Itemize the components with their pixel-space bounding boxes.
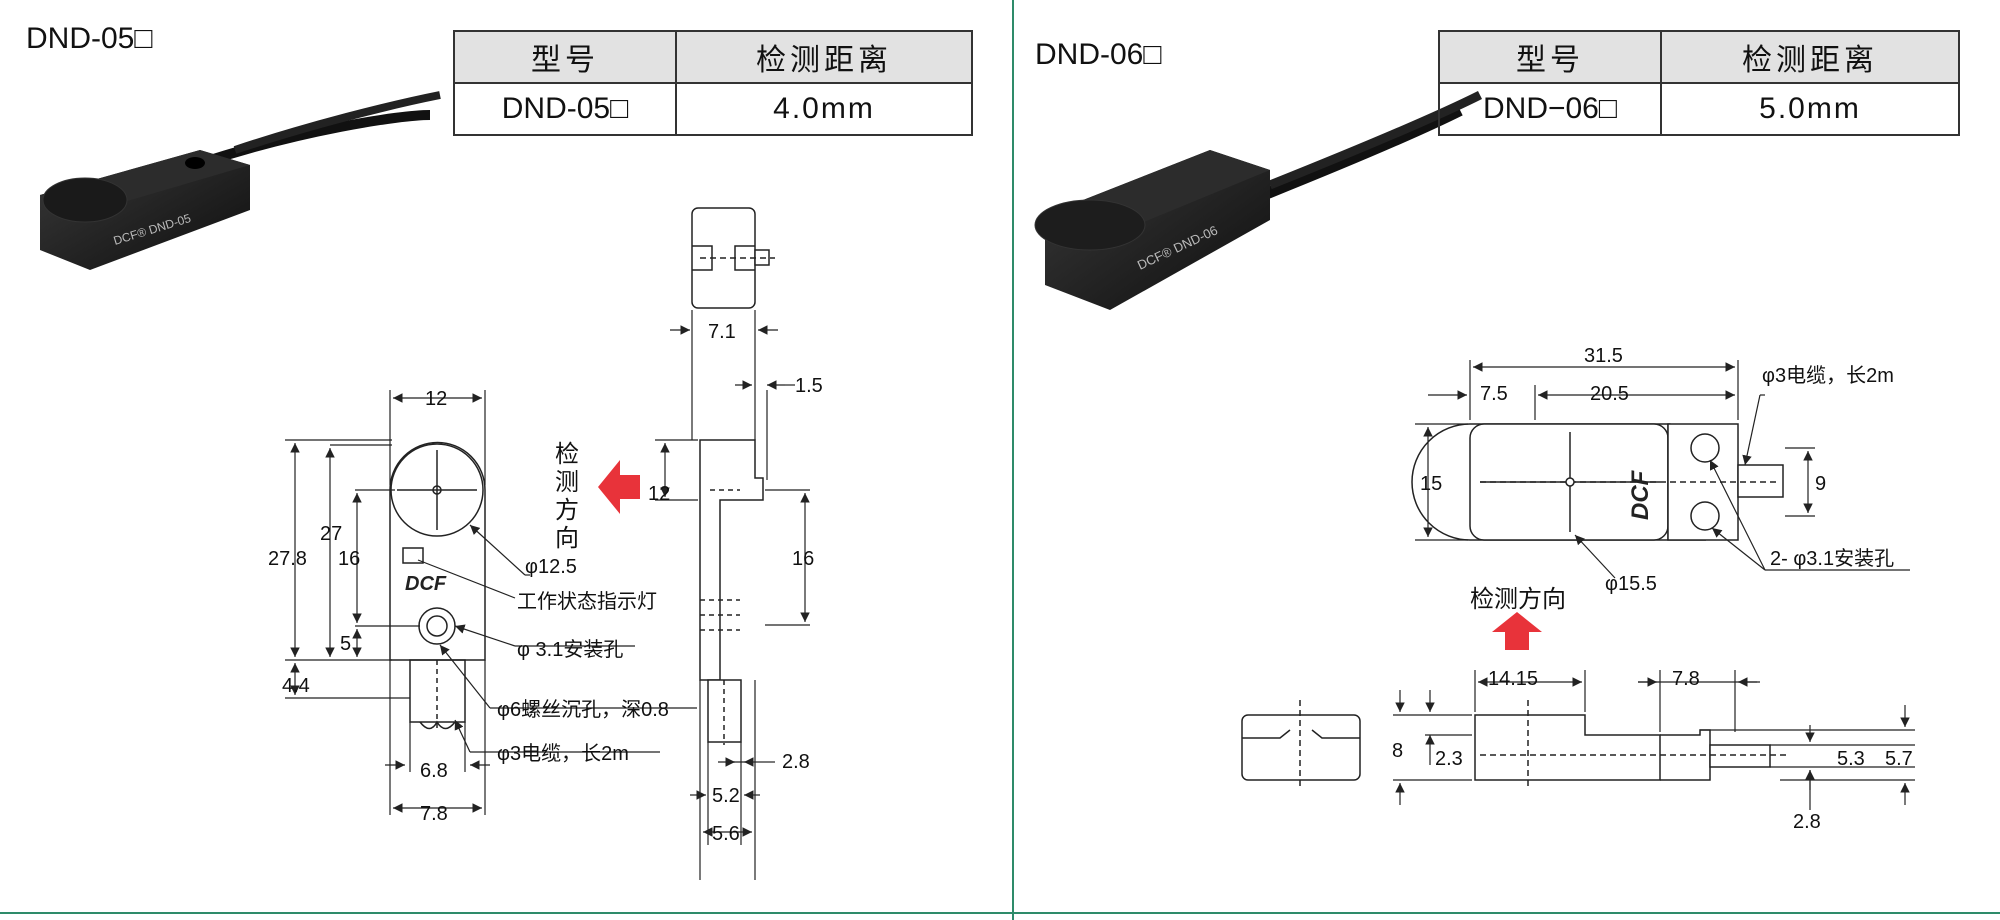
detect-char-2: 测 — [555, 469, 579, 496]
model-title-right: DND-06□ — [1035, 38, 1162, 71]
detect-char-3: 方 — [555, 497, 579, 524]
dim-5-6: 5.6 — [712, 823, 740, 845]
col-distance-header-right: 检测距离 — [1660, 30, 1960, 84]
detect-char-1: 检 — [555, 441, 579, 468]
dim-14-15: 14.15 — [1488, 668, 1538, 690]
bottom-rule — [0, 912, 2000, 914]
dim-27-8: 27.8 — [268, 548, 307, 570]
dim-9: 9 — [1815, 473, 1826, 495]
detect-arrow-right — [1492, 612, 1542, 650]
side-view-right — [1474, 700, 1790, 790]
top-view-left — [691, 207, 775, 309]
spec-table-right: 型号 检测距离 DND−06□ 5.0mm — [1438, 30, 1960, 136]
svg-text:DCF: DCF — [1627, 469, 1654, 520]
col-model-header: 型号 — [453, 30, 677, 84]
cell-model-right: DND−06□ — [1438, 82, 1662, 136]
dim-8: 8 — [1392, 740, 1403, 762]
logo-right: DCF — [1627, 469, 1654, 520]
detect-arrow-left — [598, 460, 640, 514]
detect-dir-right: 检测方向 — [1470, 586, 1566, 613]
callout-phi15-5: φ15.5 — [1605, 573, 1657, 595]
dim-7-8: 7.8 — [420, 803, 448, 825]
top-view-right — [1411, 423, 1784, 541]
dim-27: 27 — [320, 523, 342, 545]
dim-4-4: 4.4 — [282, 675, 310, 697]
side-view-left — [699, 439, 764, 745]
dim-12-top: 12 — [425, 388, 447, 410]
dim-5-3: 5.3 — [1837, 748, 1865, 770]
callout-cable-right: φ3电缆，长2m — [1762, 364, 1894, 387]
callout-indicator: 工作状态指示灯 — [517, 590, 657, 613]
detect-char-4: 向 — [555, 525, 579, 552]
col-distance-header: 检测距离 — [675, 30, 973, 84]
dim-7-8-right: 7.8 — [1672, 668, 1700, 690]
logo-left: DCF — [405, 573, 447, 595]
dim-2-3: 2.3 — [1435, 748, 1463, 770]
dim-16-side: 16 — [792, 548, 814, 570]
dim-2-8-right: 2.8 — [1793, 811, 1821, 833]
cell-distance-right: 5.0mm — [1660, 82, 1960, 136]
dim-7-5: 7.5 — [1480, 383, 1508, 405]
callout-holes: 2- φ3.1安装孔 — [1770, 547, 1894, 570]
dim-2-8: 2.8 — [782, 751, 810, 773]
callout-mount-hole: φ 3.1安装孔 — [517, 638, 623, 661]
dim-15: 15 — [1420, 473, 1442, 495]
sensor-photo-right: DCF® DND-06 — [1034, 90, 1483, 310]
panel-divider — [1012, 0, 1014, 920]
callout-phi12-5: φ12.5 — [525, 556, 577, 578]
cell-model: DND-05□ — [453, 82, 677, 136]
dim-1-5: 1.5 — [795, 375, 823, 397]
model-title-left: DND-05□ — [26, 22, 153, 55]
svg-text:DCF: DCF — [405, 573, 447, 595]
cell-distance: 4.0mm — [675, 82, 973, 136]
callout-screw-hole: φ6螺丝沉孔，深0.8 — [497, 698, 669, 721]
spec-table-left: 型号 检测距离 DND-05□ 4.0mm — [453, 30, 973, 136]
sensor-photo-left: DCF® DND-05 — [40, 91, 441, 270]
dim-6-8: 6.8 — [420, 760, 448, 782]
end-view-right — [1241, 700, 1361, 790]
dim-5-7: 5.7 — [1885, 748, 1913, 770]
dim-5-2: 5.2 — [712, 785, 740, 807]
dim-12-side: 12 — [648, 483, 670, 505]
callout-cable: φ3电缆，长2m — [497, 742, 629, 765]
dim-16: 16 — [338, 548, 360, 570]
dim-20-5: 20.5 — [1590, 383, 1629, 405]
dim-31-5: 31.5 — [1584, 345, 1623, 367]
dim-5: 5 — [340, 633, 351, 655]
col-model-header-right: 型号 — [1438, 30, 1662, 84]
dim-7-1: 7.1 — [708, 321, 736, 343]
